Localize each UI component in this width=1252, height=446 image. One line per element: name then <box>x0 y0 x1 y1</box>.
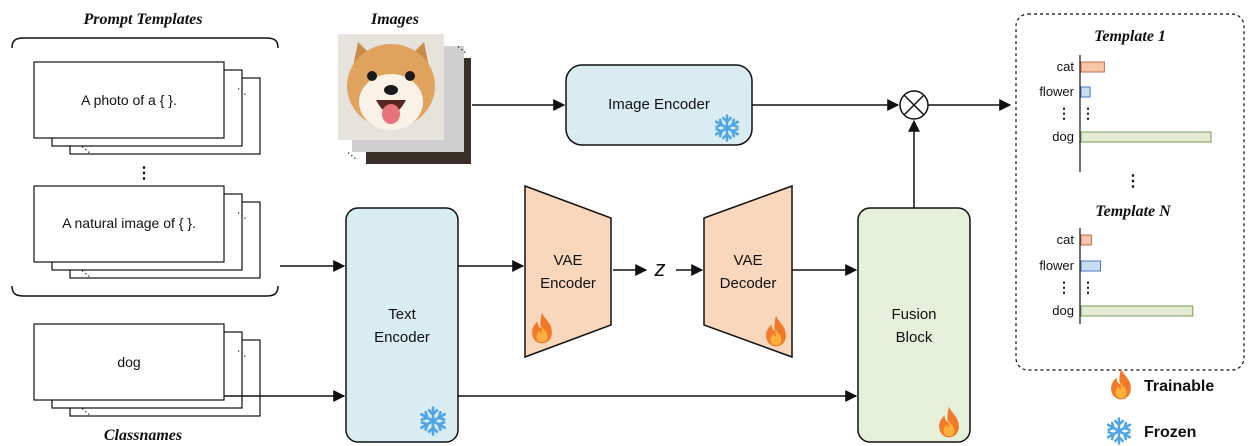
template-n-chart: Template N cat flower ⋮ ⋮ dog <box>1039 203 1194 324</box>
classname-card-stack: ··· ··· dog <box>33 323 261 420</box>
fusion-block-label-line2: Block <box>896 329 933 346</box>
vae-decoder-label-line2: Decoder <box>720 275 777 292</box>
vae-encoder-block <box>524 184 612 359</box>
bar-cat <box>1080 234 1092 246</box>
prompt-templates-bottom-brace <box>11 285 279 297</box>
legend-trainable-label: Trainable <box>1144 378 1214 395</box>
vae-encoder-label-line2: Encoder <box>540 275 596 292</box>
latent-variable-z: z <box>654 256 666 281</box>
fusion-block-label-line1: Fusion <box>891 306 936 323</box>
prompt-template-text-2: A natural image of { }. <box>62 215 196 231</box>
trainable-flame-icon <box>1111 368 1131 400</box>
vae-encoder-label-line1: VAE <box>554 252 583 269</box>
legend-frozen-label: Frozen <box>1144 424 1196 441</box>
bar-label-dog: dog <box>1052 303 1074 318</box>
bar-flower <box>1080 86 1091 98</box>
bar-cat <box>1080 61 1105 73</box>
vertical-ellipsis: ⋮ <box>136 165 152 182</box>
output-panel <box>1015 13 1245 371</box>
multiply-operator-icon <box>899 90 929 120</box>
vae-decoder-block <box>703 184 793 359</box>
frozen-snowflake-icon <box>1106 417 1132 445</box>
text-encoder-block <box>345 207 459 443</box>
text-encoder-label-line2: Encoder <box>374 329 430 346</box>
prompt-templates-title: Prompt Templates <box>83 11 203 28</box>
text-encoder-label-line1: Text <box>388 306 416 323</box>
images-title: Images <box>370 11 419 28</box>
classnames-title: Classnames <box>104 427 182 444</box>
dog-photo <box>338 34 444 140</box>
template-n-title: Template N <box>1095 203 1172 220</box>
bar-label-flower: flower <box>1039 258 1074 273</box>
prompt-card-stack-1: ··· ··· A photo of a { }. <box>33 61 261 158</box>
legend: Trainable Frozen <box>1106 368 1214 445</box>
fusion-block <box>857 207 971 443</box>
vertical-ellipsis: ⋮ <box>1057 105 1071 121</box>
vertical-ellipsis: ⋮ <box>1125 173 1141 190</box>
bar-label-cat: cat <box>1057 232 1075 247</box>
bar-flower <box>1080 260 1101 272</box>
vertical-ellipsis: ⋮ <box>1081 105 1095 121</box>
vae-decoder-label-line1: VAE <box>734 252 763 269</box>
bar-label-dog: dog <box>1052 129 1074 144</box>
template-1-title: Template 1 <box>1094 28 1166 45</box>
prompt-card-stack-2: ··· ··· A natural image of { }. <box>33 185 261 282</box>
connection-arrows <box>224 99 1012 402</box>
vertical-ellipsis: ⋮ <box>1057 279 1071 295</box>
image-encoder-label: Image Encoder <box>608 96 710 113</box>
bar-dog <box>1080 305 1194 317</box>
prompt-template-text-1: A photo of a { }. <box>81 92 177 108</box>
bar-label-cat: cat <box>1057 59 1075 74</box>
classname-text: dog <box>117 354 140 370</box>
bar-dog <box>1080 131 1212 143</box>
bar-label-flower: flower <box>1039 84 1074 99</box>
prompt-templates-top-brace <box>11 37 279 49</box>
template-1-chart: Template 1 cat flower ⋮ ⋮ dog <box>1039 28 1212 172</box>
vertical-ellipsis: ⋮ <box>1081 279 1095 295</box>
